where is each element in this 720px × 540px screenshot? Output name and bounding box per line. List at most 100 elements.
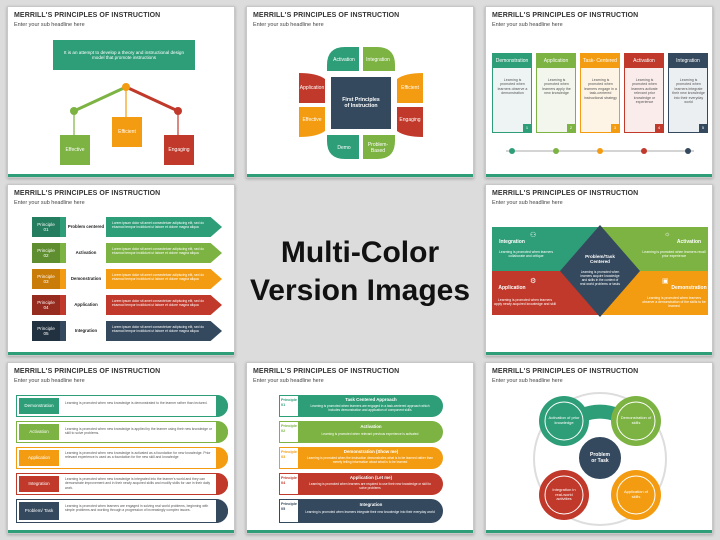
principle-number: Principle 04 xyxy=(281,476,298,485)
column-header: Integration xyxy=(669,54,707,68)
column: Task- Centered Learning is promoted when… xyxy=(580,53,620,133)
principle-row: Principle 05 Integration Learning is pro… xyxy=(279,499,443,523)
row-title: Demonstration (Show me) xyxy=(343,449,399,454)
petal-efficient: Efficient xyxy=(401,85,419,91)
petal-integration: Integration xyxy=(366,57,390,63)
petal-diagram xyxy=(299,47,423,159)
center-text: Learning is promoted when learners acqui… xyxy=(580,270,620,286)
principle-label: Integration xyxy=(66,321,106,341)
principle-row: Principle 01 Problem centered Lorem ipsu… xyxy=(32,217,222,237)
principle-text: Lorem ipsum dolor sit amet consectetuer … xyxy=(112,221,204,230)
principle-number: Principle 03 xyxy=(32,269,60,289)
center-title: Problem/Task Centered xyxy=(585,253,615,265)
principle-text: Lorem ipsum dolor sit amet consectetuer … xyxy=(112,247,204,256)
slide-thumbnail-3[interactable]: MERRILL'S PRINCIPLES OF INSTRUCTION Ente… xyxy=(485,6,713,178)
principle-label: Activation xyxy=(66,243,106,263)
circle-application: Application of skills xyxy=(623,489,648,499)
slide-subtitle: Enter your sub headline here xyxy=(14,378,85,384)
slide-subtitle: Enter your sub headline here xyxy=(492,22,563,28)
slide-subtitle: Enter your sub headline here xyxy=(492,378,563,384)
slide-thumbnail-8[interactable]: MERRILL'S PRINCIPLES OF INSTRUCTION Ente… xyxy=(485,362,713,534)
principle-row: Demonstration Learning is promoted when … xyxy=(16,395,228,417)
effective-box: Effective xyxy=(60,135,90,165)
row-label: Integration xyxy=(19,476,59,492)
slide-title: MERRILL'S PRINCIPLES OF INSTRUCTION xyxy=(492,12,639,19)
slide-thumbnail-5[interactable]: MERRILL'S PRINCIPLES OF INSTRUCTION Ente… xyxy=(485,184,713,356)
petal-engaging: Engaging xyxy=(399,117,421,123)
banner: It is an attempt to develop a theory and… xyxy=(53,40,195,70)
principle-text: Lorem ipsum dolor sit amet consectetuer … xyxy=(112,273,204,282)
row-text: Learning is promoted when new knowledge … xyxy=(65,427,213,436)
principle-row: Principle 01 Task Centered Approach Lear… xyxy=(279,395,443,417)
slide-thumbnail-7[interactable]: MERRILL'S PRINCIPLES OF INSTRUCTION Ente… xyxy=(246,362,474,534)
principle-number: Principle 02 xyxy=(281,424,298,433)
circle-diagram xyxy=(533,392,667,526)
principle-row: Principle 05 Integration Lorem ipsum dol… xyxy=(32,321,222,341)
slide-thumbnail-4[interactable]: MERRILL'S PRINCIPLES OF INSTRUCTION Ente… xyxy=(7,184,235,356)
quadrant-label: Demonstration xyxy=(671,285,707,291)
row-title: Application (Let me) xyxy=(349,475,393,480)
gear-icon: ⚙ xyxy=(530,278,537,285)
principle-row: Principle 04 Application (Let me) Learni… xyxy=(279,473,443,495)
slide-title: MERRILL'S PRINCIPLES OF INSTRUCTION xyxy=(14,368,161,375)
lightbulb-icon: ☼ xyxy=(664,231,671,238)
petal-application: Application xyxy=(299,85,325,91)
principle-number: Principle 04 xyxy=(32,295,60,315)
slide-subtitle: Enter your sub headline here xyxy=(14,22,85,28)
slide-title: MERRILL'S PRINCIPLES OF INSTRUCTION xyxy=(492,190,639,197)
principle-row: Principle 03 Demonstration Lorem ipsum d… xyxy=(32,269,222,289)
column-number: 2 xyxy=(567,124,575,132)
quadrant-label: Application xyxy=(498,285,526,291)
row-text: Learning is promoted when new knowledge … xyxy=(65,401,208,405)
petal-demo: Demo xyxy=(337,145,351,151)
principle-label: Demonstration xyxy=(66,269,106,289)
column-number: 4 xyxy=(655,124,663,132)
circle-activation: Activation of prior knowledge xyxy=(548,415,580,425)
column-text: Learning is promoted when learners activ… xyxy=(631,78,658,105)
principle-text: Lorem ipsum dolor sit amet consectetuer … xyxy=(112,299,204,308)
slide-title: MERRILL'S PRINCIPLES OF INSTRUCTION xyxy=(14,12,161,19)
timeline xyxy=(506,148,694,154)
people-icon: ⚇ xyxy=(530,232,537,239)
row-title: Task Centered Approach xyxy=(345,397,397,402)
principle-label: Application xyxy=(66,295,106,315)
principle-row: Problem/ Task Learning is promoted when … xyxy=(16,499,228,523)
row-body: Demonstration (Show me) Learning is prom… xyxy=(299,447,443,469)
row-text: Learning is promoted when learners integ… xyxy=(305,510,435,514)
column-text: Learning is promoted when learners apply… xyxy=(542,78,571,96)
principle-number: Principle 01 xyxy=(32,217,60,237)
slide-subtitle: Enter your sub headline here xyxy=(492,200,563,206)
slide-thumbnail-2[interactable]: MERRILL'S PRINCIPLES OF INSTRUCTION Ente… xyxy=(246,6,474,178)
column-number: 1 xyxy=(523,124,531,132)
slide-subtitle: Enter your sub headline here xyxy=(253,378,324,384)
column-number: 3 xyxy=(611,124,619,132)
row-label: Application xyxy=(19,450,59,466)
row-label: Activation xyxy=(19,424,59,440)
connector-lines xyxy=(70,83,182,135)
row-body: Task Centered Approach Learning is promo… xyxy=(299,395,443,417)
slide-subtitle: Enter your sub headline here xyxy=(253,22,324,28)
efficient-box: Efficient xyxy=(112,117,142,147)
principle-row: Principle 04 Application Lorem ipsum dol… xyxy=(32,295,222,315)
row-text: Learning is promoted when new knowledge … xyxy=(65,477,211,490)
engaging-box: Engaging xyxy=(164,135,194,165)
principle-row: Principle 02 Activation Lorem ipsum dolo… xyxy=(32,243,222,263)
principle-number: Principle 05 xyxy=(281,502,298,511)
column-header: Application xyxy=(537,54,575,68)
principle-label: Problem centered xyxy=(66,217,106,237)
column: Activation Learning is promoted when lea… xyxy=(624,53,664,133)
row-text: Learning is promoted when learners are e… xyxy=(310,404,430,412)
slide-thumbnail-1[interactable]: MERRILL'S PRINCIPLES OF INSTRUCTION Ente… xyxy=(7,6,235,178)
presentation-icon: ▣ xyxy=(662,278,669,285)
row-text: Learning is promoted when learners are e… xyxy=(65,504,209,513)
slide-thumbnail-6[interactable]: MERRILL'S PRINCIPLES OF INSTRUCTION Ente… xyxy=(7,362,235,534)
row-text: Learning is promoted when relevant previ… xyxy=(321,432,419,436)
row-label: Demonstration xyxy=(19,398,59,414)
column-list: Demonstration Learning is promoted when … xyxy=(492,53,708,139)
row-title: Activation xyxy=(360,424,382,429)
principle-number: Principle 03 xyxy=(281,450,298,459)
principle-row: Integration Learning is promoted when ne… xyxy=(16,473,228,495)
column: Demonstration Learning is promoted when … xyxy=(492,53,532,133)
row-label: Problem/ Task xyxy=(19,502,59,520)
slide-title: MERRILL'S PRINCIPLES OF INSTRUCTION xyxy=(253,368,400,375)
